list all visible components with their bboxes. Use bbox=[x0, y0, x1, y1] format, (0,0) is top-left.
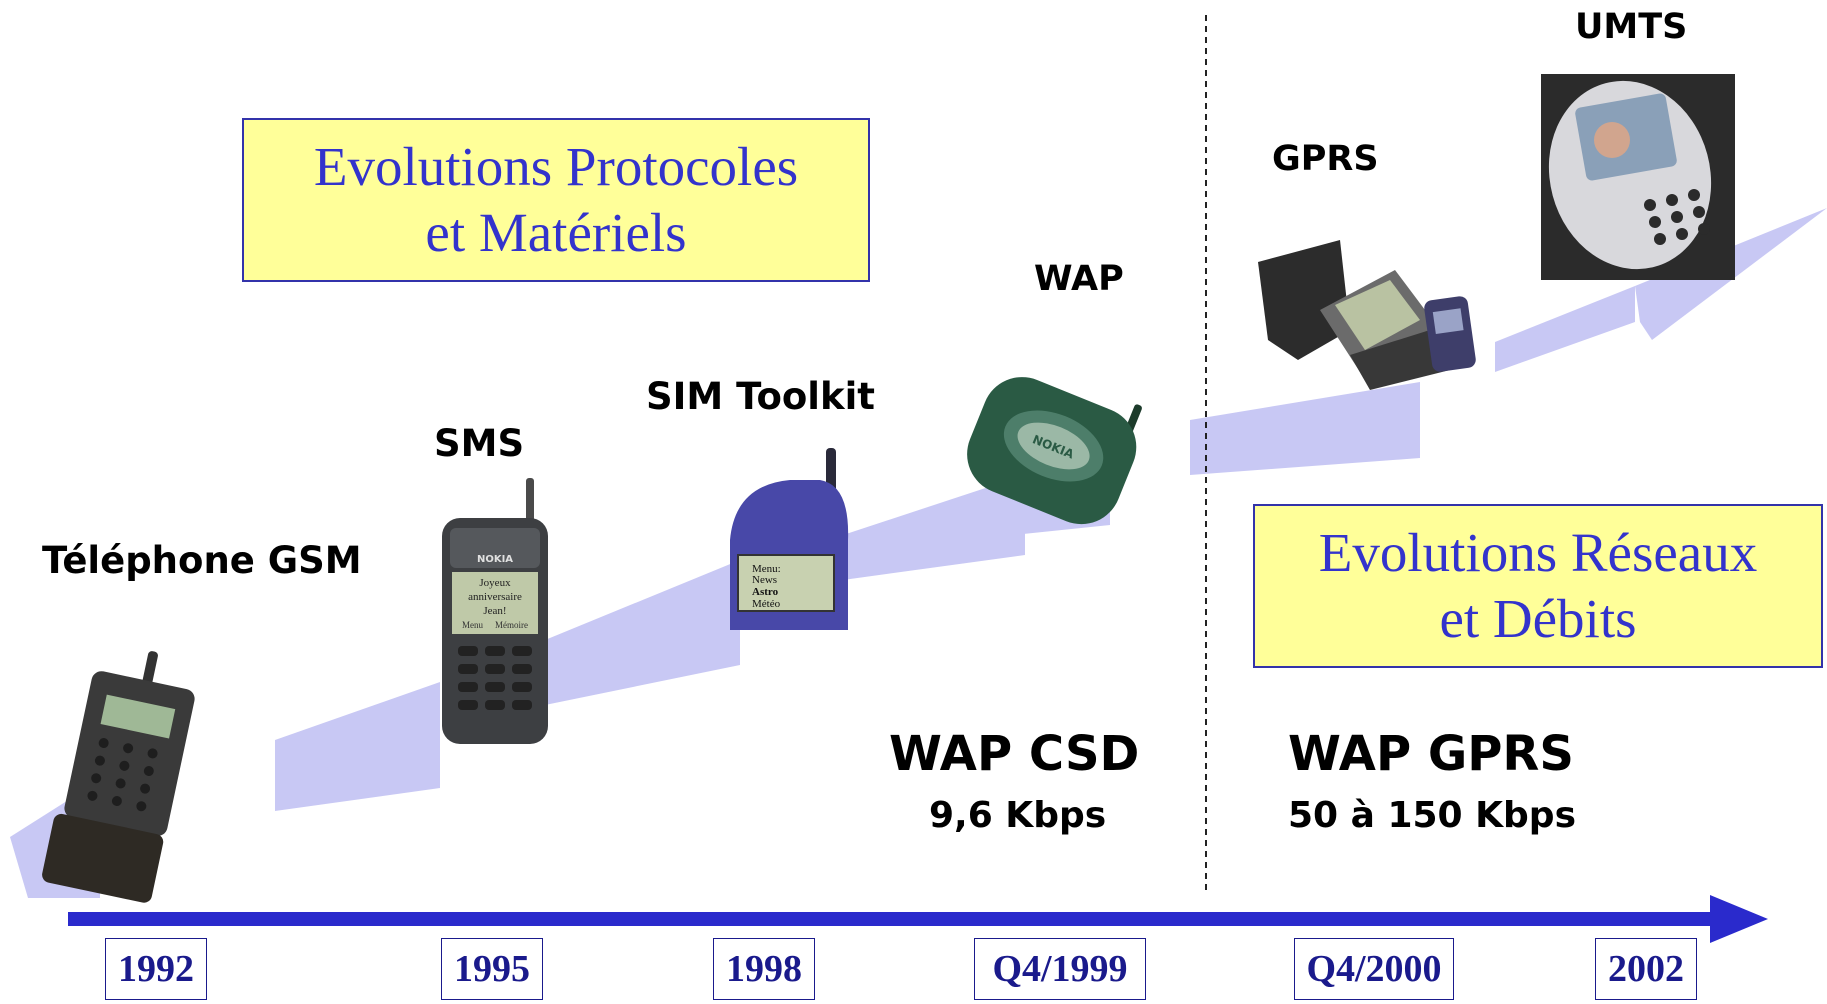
protocols-box-line1: Evolutions Protocoles bbox=[313, 136, 799, 197]
wap-gprs-title: WAP GPRS bbox=[1288, 726, 1574, 782]
timeline-arrowhead bbox=[1710, 895, 1768, 943]
milestone-sim-toolkit-label: SIM Toolkit bbox=[646, 375, 875, 418]
sms-phone-image: NOKIA Joyeux anniversaire Jean! Menu Mém… bbox=[442, 478, 548, 744]
wap-csd-rate: 9,6 Kbps bbox=[929, 795, 1107, 836]
umts-device-image bbox=[1541, 74, 1735, 280]
networks-box-line2: et Débits bbox=[1439, 588, 1637, 649]
sms-softkey-left: Menu bbox=[462, 620, 483, 630]
gsm-phone-image bbox=[42, 651, 195, 903]
sms-screen-line: anniversaire bbox=[468, 591, 522, 603]
wap-csd-title: WAP CSD bbox=[889, 726, 1140, 782]
sim-menu-line: News bbox=[752, 574, 777, 586]
milestone-umts-label: UMTS bbox=[1575, 7, 1688, 47]
milestone-sms-label: SMS bbox=[434, 422, 525, 465]
wap-gprs-rate: 50 à 150 Kbps bbox=[1288, 795, 1576, 836]
sms-screen-line: Joyeux bbox=[479, 577, 511, 589]
timeline-year: 1998 bbox=[713, 938, 815, 1000]
timeline-year: 1995 bbox=[441, 938, 543, 1000]
milestone-wap-label: WAP bbox=[1034, 259, 1124, 299]
sim-toolkit-phone-image: Menu: News Astro Météo bbox=[730, 448, 849, 630]
sms-phone-brand: NOKIA bbox=[477, 554, 513, 565]
timeline-year: Q4/2000 bbox=[1294, 938, 1454, 1000]
networks-evolution-box: Evolutions Réseaux et Débits bbox=[1253, 504, 1823, 668]
sms-screen-line: Jean! bbox=[483, 605, 506, 617]
networks-box-line1: Evolutions Réseaux bbox=[1318, 522, 1758, 583]
milestone-gprs-label: GPRS bbox=[1272, 139, 1379, 179]
wap-phone-image: NOKIA bbox=[967, 377, 1142, 525]
timeline-year: Q4/1999 bbox=[974, 938, 1146, 1000]
protocols-box-line2: et Matériels bbox=[425, 202, 687, 263]
gprs-device-image bbox=[1258, 240, 1476, 390]
protocols-evolution-box: Evolutions Protocoles et Matériels bbox=[242, 118, 870, 282]
timeline-shaft bbox=[68, 912, 1718, 926]
sms-softkey-right: Mémoire bbox=[495, 620, 528, 630]
milestone-gsm-label: Téléphone GSM bbox=[42, 539, 362, 582]
sim-menu-line: Menu: bbox=[752, 563, 781, 575]
timeline-year: 2002 bbox=[1595, 938, 1697, 1000]
timeline-year: 1992 bbox=[105, 938, 207, 1000]
sim-menu-line: Météo bbox=[752, 598, 781, 610]
sim-menu-line: Astro bbox=[752, 586, 779, 598]
